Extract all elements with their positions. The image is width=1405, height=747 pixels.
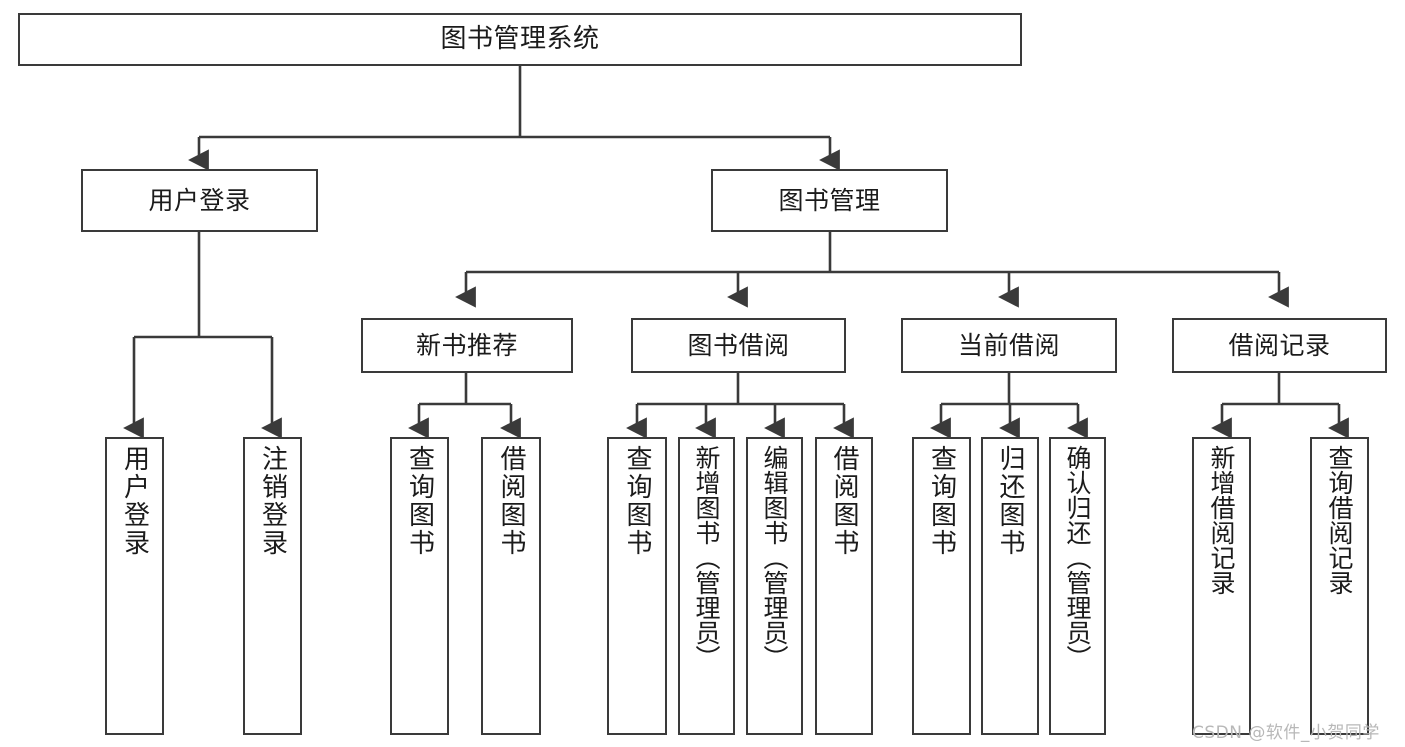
node-leaf-logout[interactable]: 注销登录 <box>243 437 302 735</box>
node-leaf-logout-label: 注销登录 <box>257 445 288 557</box>
node-new-book-recommendation-label: 新书推荐 <box>415 331 518 360</box>
node-book-borrow-label: 图书借阅 <box>687 331 790 360</box>
node-leaf-query-book-1[interactable]: 查询图书 <box>390 437 449 735</box>
node-user-login-label: 用户登录 <box>148 186 251 215</box>
node-borrow-record[interactable]: 借阅记录 <box>1172 318 1387 373</box>
node-leaf-confirm-return[interactable]: 确认归还（管理员） <box>1049 437 1106 735</box>
node-leaf-user-login-label: 用户登录 <box>119 445 150 557</box>
node-leaf-borrow-book-1[interactable]: 借阅图书 <box>481 437 541 735</box>
node-leaf-edit-book[interactable]: 编辑图书（管理员） <box>746 437 803 735</box>
node-book-manage[interactable]: 图书管理 <box>711 169 948 232</box>
node-leaf-add-book[interactable]: 新增图书（管理员） <box>678 437 735 735</box>
node-leaf-borrow-book-1-label: 借阅图书 <box>496 445 526 557</box>
node-root[interactable]: 图书管理系统 <box>18 13 1022 66</box>
node-root-label: 图书管理系统 <box>440 24 600 55</box>
node-book-borrow[interactable]: 图书借阅 <box>631 318 846 373</box>
node-leaf-query-record-label: 查询借阅记录 <box>1325 445 1354 595</box>
node-leaf-query-book-1-label: 查询图书 <box>404 445 435 557</box>
csdn-watermark: CSDN @软件_小贺同学 <box>1192 723 1380 743</box>
node-leaf-query-book-3-label: 查询图书 <box>926 445 957 557</box>
node-new-book-recommendation[interactable]: 新书推荐 <box>361 318 573 373</box>
node-leaf-edit-book-label: 编辑图书（管理员） <box>760 445 789 670</box>
node-leaf-return-book[interactable]: 归还图书 <box>981 437 1039 735</box>
node-current-borrow-label: 当前借阅 <box>957 331 1060 360</box>
node-leaf-add-book-label: 新增图书（管理员） <box>692 445 721 670</box>
node-leaf-user-login[interactable]: 用户登录 <box>105 437 164 735</box>
node-leaf-query-book-2-label: 查询图书 <box>622 445 652 557</box>
node-current-borrow[interactable]: 当前借阅 <box>901 318 1117 373</box>
node-leaf-add-record-label: 新增借阅记录 <box>1207 445 1236 595</box>
node-leaf-query-record[interactable]: 查询借阅记录 <box>1310 437 1369 735</box>
node-user-login[interactable]: 用户登录 <box>81 169 318 232</box>
node-leaf-confirm-return-label: 确认归还（管理员） <box>1063 445 1092 670</box>
node-book-manage-label: 图书管理 <box>778 186 881 215</box>
node-leaf-borrow-book-2-label: 借阅图书 <box>829 445 859 557</box>
node-leaf-add-record[interactable]: 新增借阅记录 <box>1192 437 1251 735</box>
node-borrow-record-label: 借阅记录 <box>1228 331 1331 360</box>
node-leaf-query-book-2[interactable]: 查询图书 <box>607 437 667 735</box>
node-leaf-borrow-book-2[interactable]: 借阅图书 <box>815 437 873 735</box>
node-leaf-query-book-3[interactable]: 查询图书 <box>912 437 971 735</box>
node-leaf-return-book-label: 归还图书 <box>995 445 1025 557</box>
